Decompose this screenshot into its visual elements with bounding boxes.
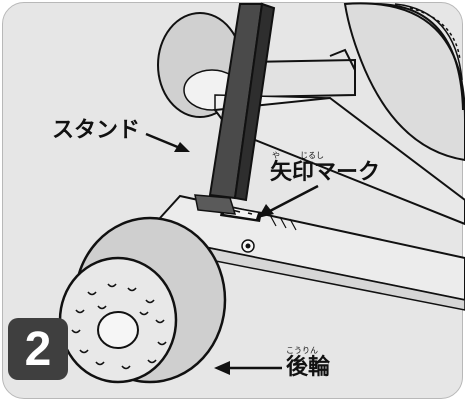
step-number-badge: 2 (8, 318, 68, 380)
arrow-mark-ruby-ya: や (272, 151, 280, 160)
step-number: 2 (24, 322, 52, 376)
arrow-mark-ruby-jirushi: じるし (300, 151, 324, 160)
rear-wheel-pointer-arrow (214, 361, 282, 375)
arrow-mark-pointer-arrow (258, 184, 319, 218)
stand-label: スタンド (52, 118, 141, 143)
rear-wheel-ruby: こうりん (286, 346, 318, 355)
flywheel (343, 2, 465, 162)
arrow-mark-label: 矢印マーク (270, 160, 381, 185)
rear-wheel-label: 後輪 (286, 355, 331, 380)
stand-post (194, 2, 276, 215)
stand-pointer-arrow (145, 132, 190, 152)
rear-wheel-roller (58, 216, 227, 384)
